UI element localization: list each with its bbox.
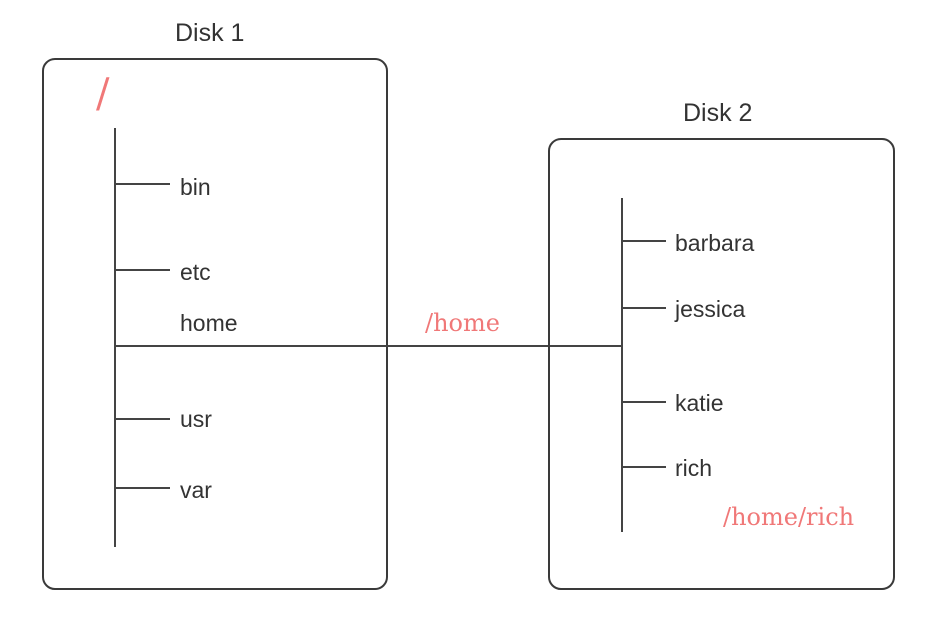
home-mount-connector-line (114, 345, 623, 347)
dir-home: home (180, 310, 238, 336)
dir-barbara: barbara (675, 230, 755, 256)
etc-branch-line (114, 269, 170, 271)
dir-rich: rich (675, 455, 713, 481)
mount-point-home-label: /home (425, 309, 500, 337)
disk2-trunk-line (621, 198, 623, 532)
dir-jessica: jessica (675, 296, 746, 322)
disk2-title: Disk 2 (683, 99, 753, 127)
dir-usr: usr (180, 406, 212, 432)
disk1-title: Disk 1 (175, 19, 245, 47)
usr-branch-line (114, 418, 170, 420)
barbara-branch-line (621, 240, 666, 242)
var-branch-line (114, 487, 170, 489)
jessica-branch-line (621, 307, 666, 309)
dir-bin: bin (180, 174, 211, 200)
bin-branch-line (114, 183, 170, 185)
dir-var: var (180, 477, 212, 503)
disk1-trunk-line (114, 128, 116, 547)
disk1-box (42, 58, 388, 590)
katie-branch-line (621, 401, 666, 403)
rich-branch-line (621, 466, 666, 468)
root-slash-label: / (96, 71, 110, 117)
dir-etc: etc (180, 259, 211, 285)
disk2-box (548, 138, 895, 590)
mount-path-home-rich-label: /home/rich (723, 503, 855, 531)
dir-katie: katie (675, 390, 724, 416)
